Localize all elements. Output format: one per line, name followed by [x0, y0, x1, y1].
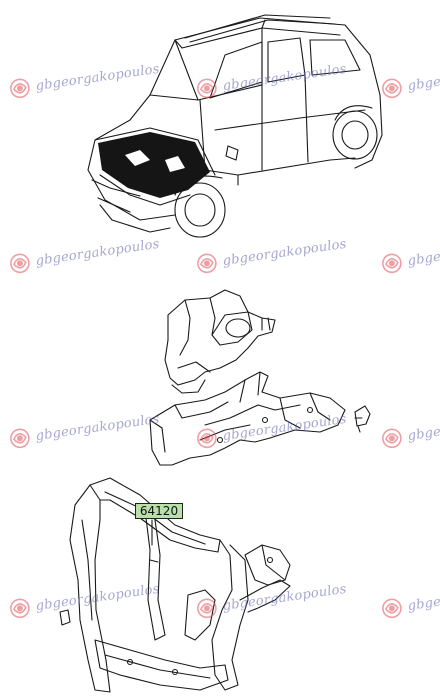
- part-number-label[interactable]: 64120: [135, 503, 183, 519]
- engine-bay-highlight: [98, 132, 210, 198]
- radiator-support-panel: [59, 477, 291, 693]
- car-overview-illustration: [87, 14, 383, 238]
- front-side-member: [149, 371, 346, 466]
- fender-apron-upper: [164, 289, 276, 394]
- small-bracket: [354, 405, 371, 433]
